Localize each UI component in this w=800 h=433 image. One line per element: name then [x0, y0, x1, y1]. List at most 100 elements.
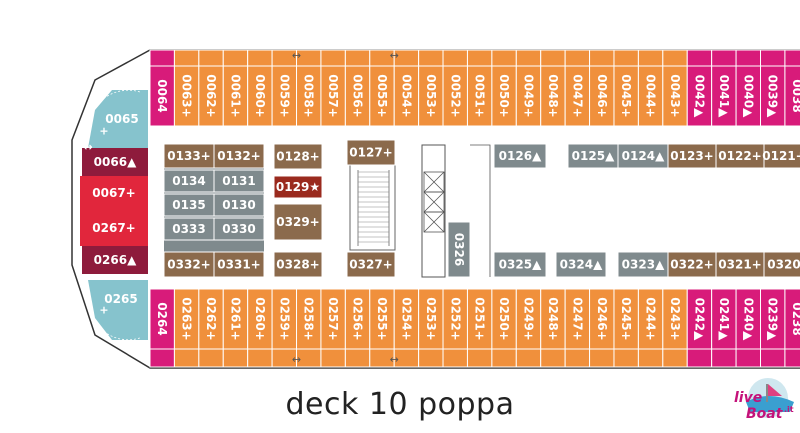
inner-cabin-0322[interactable] — [667, 251, 717, 278]
bottom-cabin-0255[interactable] — [369, 288, 395, 350]
connecting-arrow: ↔ — [292, 49, 301, 62]
cabin-label: 0324▲ — [560, 258, 603, 272]
inner-cabin-0324[interactable] — [555, 251, 607, 278]
bow-cabin-0265[interactable]: 0265 — [104, 292, 137, 306]
bow-symbol: + — [99, 304, 108, 317]
bow-teal-bottom — [88, 280, 148, 340]
cabin-label: 0041▲ — [717, 75, 731, 118]
top-cabin-0056[interactable] — [344, 65, 371, 127]
bow-red-a — [80, 176, 148, 210]
bottom-cabin-0254[interactable] — [393, 288, 420, 350]
top-stub — [637, 49, 664, 67]
bottom-stub — [442, 348, 468, 368]
cabin-label: 0133+ — [167, 149, 210, 163]
inner-cabin-0131[interactable] — [213, 169, 265, 193]
top-cabin-0043[interactable] — [662, 65, 688, 127]
top-cabin-0041[interactable] — [711, 65, 737, 127]
cabin-label: 0052+ — [448, 74, 462, 117]
bottom-cabin-0250[interactable] — [491, 288, 517, 350]
top-stub — [735, 49, 762, 67]
bottom-stub — [540, 348, 566, 368]
top-cabin-0047[interactable] — [564, 65, 591, 127]
bottom-cabin-0263[interactable] — [173, 288, 200, 350]
connecting-arrow: ↔ — [292, 353, 301, 366]
top-stub — [711, 49, 737, 67]
top-cabin-0045[interactable] — [613, 65, 639, 127]
top-cabin-0042[interactable] — [686, 65, 713, 127]
cabin-label: 0331+ — [217, 258, 260, 272]
bottom-cabin-0262[interactable] — [198, 288, 224, 350]
bow-cabin-0065[interactable]: 0065 — [105, 112, 138, 126]
bow-cabin-0266[interactable]: 0266▲ — [94, 253, 137, 267]
inner-cabin-0133[interactable] — [163, 143, 215, 169]
bottom-cabin-0248[interactable] — [540, 288, 566, 350]
bottom-cabin-0239[interactable] — [760, 288, 786, 350]
top-cabin-0054[interactable] — [393, 65, 420, 127]
inner-cabin-0326[interactable] — [447, 221, 471, 278]
top-cabin-0061[interactable] — [222, 65, 249, 127]
inner-cabin-0328[interactable] — [273, 251, 323, 278]
top-cabin-0055[interactable] — [369, 65, 395, 127]
top-cabin-0063[interactable] — [173, 65, 200, 127]
inner-cabin-0331[interactable] — [213, 251, 265, 278]
cabin-label: 0053+ — [424, 74, 438, 117]
cabin-label: 0059+ — [277, 74, 291, 117]
bottom-cabin-0245[interactable] — [613, 288, 639, 350]
cabin-label: 0134 — [172, 174, 205, 188]
cabin-label: 0253+ — [424, 297, 438, 340]
top-cabin-0052[interactable] — [442, 65, 468, 127]
cabin-label: 0326 — [452, 233, 466, 266]
logo-text-boat: Boat — [746, 406, 784, 422]
inner-cabin-0132[interactable] — [213, 143, 265, 169]
cabin-label: 0252+ — [448, 297, 462, 340]
inner-cabin-0129[interactable] — [273, 175, 323, 199]
top-cabin-0046[interactable] — [589, 65, 615, 127]
bottom-stub — [637, 348, 664, 368]
inner-cabin-0330[interactable] — [213, 217, 265, 241]
cabin-label: 0124▲ — [622, 149, 665, 163]
bottom-cabin-0253[interactable] — [418, 288, 444, 350]
inner-cabin-0327[interactable] — [346, 251, 396, 278]
inner-cabin-0126[interactable] — [493, 143, 547, 169]
inner-cabin-0128[interactable] — [273, 143, 323, 170]
inner-cabin-0125[interactable] — [567, 143, 619, 169]
cabin-label: 0131 — [222, 174, 255, 188]
inner-cabin-0332[interactable] — [163, 251, 215, 278]
top-cabin-0044[interactable] — [637, 65, 664, 127]
inner-cabin-0122[interactable] — [715, 143, 765, 169]
bottom-cabin-0260[interactable] — [247, 288, 273, 350]
inner-cabin-0121[interactable] — [763, 143, 800, 169]
inner-cabin-0124[interactable] — [617, 143, 669, 169]
cabin-label: 0263+ — [180, 297, 194, 340]
top-cabin-0053[interactable] — [418, 65, 444, 127]
top-cabin-0050[interactable] — [491, 65, 517, 127]
inner-cabin-0321[interactable] — [715, 251, 765, 278]
cabin-label: 0332+ — [167, 258, 210, 272]
cabin-label: 0049+ — [522, 74, 536, 117]
inner-cabin-0320[interactable] — [763, 251, 800, 278]
inner-cabin-0325[interactable] — [493, 251, 547, 278]
bow-cabin-0067[interactable]: 0067+ — [92, 186, 135, 200]
cabin-label: 0123+ — [670, 149, 713, 163]
bottom-stub — [589, 348, 615, 368]
cabin-label: 0255+ — [375, 297, 389, 340]
cabin-label: 0244+ — [644, 297, 658, 340]
bottom-stub — [784, 348, 800, 368]
bottom-stub — [711, 348, 737, 368]
cabin-label: 0257+ — [326, 297, 340, 340]
bow-symbol: + — [99, 125, 108, 138]
top-stub — [564, 49, 591, 67]
bottom-cabin-0242[interactable] — [686, 288, 713, 350]
cabin-label: 0321+ — [718, 258, 761, 272]
bow-cabin-0267[interactable]: 0267+ — [92, 221, 135, 235]
bow-cabin-0066[interactable]: 0066▲ — [94, 155, 137, 169]
inner-cabin-0329[interactable] — [273, 203, 323, 241]
bottom-cabin-0246[interactable] — [589, 288, 615, 350]
bottom-cabin-0249[interactable] — [515, 288, 542, 350]
inner-cabin-0130[interactable] — [213, 193, 265, 217]
inner-cabin-0323[interactable] — [617, 251, 669, 278]
top-stub — [613, 49, 639, 67]
inner-cabin-0127[interactable] — [346, 139, 396, 166]
top-stub — [466, 49, 493, 67]
bottom-stub — [515, 348, 542, 368]
